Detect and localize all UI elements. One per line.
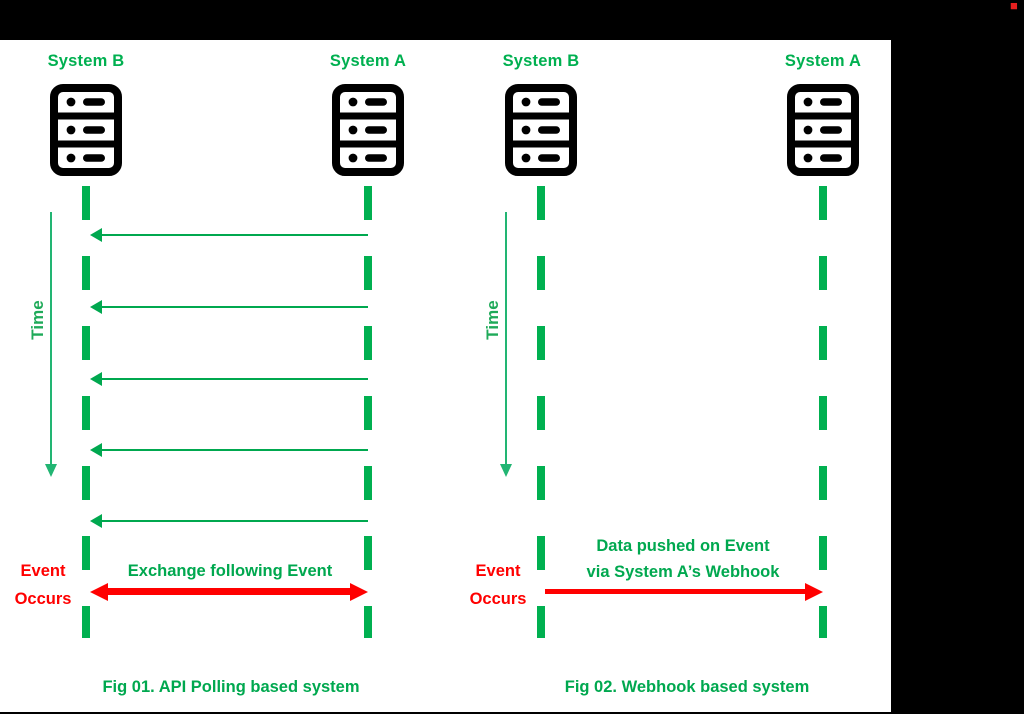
arrow-shaft xyxy=(99,306,368,309)
fig01-left-actor-title: System B xyxy=(47,52,125,70)
fig01-right-actor-title: System A xyxy=(329,52,407,70)
fig02-left-actor-title: System B xyxy=(502,52,580,70)
fig02-right-actor-title: System A xyxy=(784,52,862,70)
fig01-time-axis-arrowhead xyxy=(45,464,57,477)
arrow-head-right-icon xyxy=(350,583,368,601)
arrow-head-right-icon xyxy=(805,583,823,601)
arrow-head-left-icon xyxy=(90,228,102,242)
fig01-event-occurs-label: Event Occurs xyxy=(6,557,80,613)
fig01-poll-message xyxy=(90,228,368,242)
fig02-time-axis-label: Time xyxy=(483,300,502,340)
fig01-event-exchange-arrow xyxy=(90,583,368,601)
server-icon xyxy=(787,84,859,176)
figure-api-polling: System B System A xyxy=(0,40,455,712)
server-icon xyxy=(50,84,122,176)
figure-webhook: System B System A xyxy=(455,40,893,712)
fig01-time-axis-line xyxy=(50,212,52,467)
fig01-poll-message xyxy=(90,372,368,386)
fig02-webhook-label-line1: Data pushed on Event xyxy=(596,537,770,555)
fig02-caption: Fig 02. Webhook based system xyxy=(564,678,810,696)
fig02-lifeline-system-a xyxy=(819,186,827,638)
top-black-band xyxy=(0,0,1024,38)
server-icon xyxy=(505,84,577,176)
fig02-event-occurs-line1: Event xyxy=(475,562,521,580)
fig01-poll-message xyxy=(90,514,368,528)
slide-page: System B System A xyxy=(0,38,893,714)
fig02-lifeline-system-b xyxy=(537,186,545,638)
arrow-shaft xyxy=(99,520,368,523)
fig01-time-axis-label: Time xyxy=(28,300,47,340)
arrow-head-left-icon xyxy=(90,372,102,386)
fig02-event-occurs-label: Event Occurs xyxy=(461,557,535,613)
fig01-lifeline-system-a xyxy=(364,186,372,638)
fig01-poll-message xyxy=(90,300,368,314)
corner-badge-icon: ■ xyxy=(1010,0,1018,11)
fig01-exchange-label: Exchange following Event xyxy=(127,562,333,580)
arrow-head-left-icon xyxy=(90,443,102,457)
arrow-shaft xyxy=(545,589,807,594)
fig01-lifeline-system-b xyxy=(82,186,90,638)
fig01-poll-message xyxy=(90,443,368,457)
arrow-shaft xyxy=(106,588,352,595)
arrow-head-left-icon xyxy=(90,583,108,601)
arrow-head-left-icon xyxy=(90,514,102,528)
arrow-shaft xyxy=(99,234,368,237)
fig02-event-occurs-line2: Occurs xyxy=(469,590,527,608)
fig02-webhook-label-line2: via System A’s Webhook xyxy=(586,563,780,581)
fig02-webhook-push-arrow xyxy=(545,583,823,601)
fig02-webhook-label: Data pushed on Event via System A’s Webh… xyxy=(587,533,780,585)
arrow-shaft xyxy=(99,449,368,452)
fig01-caption: Fig 01. API Polling based system xyxy=(102,678,360,696)
fig02-time-axis-line xyxy=(505,212,507,467)
fig02-time-axis-arrowhead xyxy=(500,464,512,477)
arrow-head-left-icon xyxy=(90,300,102,314)
fig01-event-occurs-line1: Event xyxy=(20,562,66,580)
arrow-shaft xyxy=(99,378,368,381)
fig01-event-occurs-line2: Occurs xyxy=(14,590,72,608)
server-icon xyxy=(332,84,404,176)
